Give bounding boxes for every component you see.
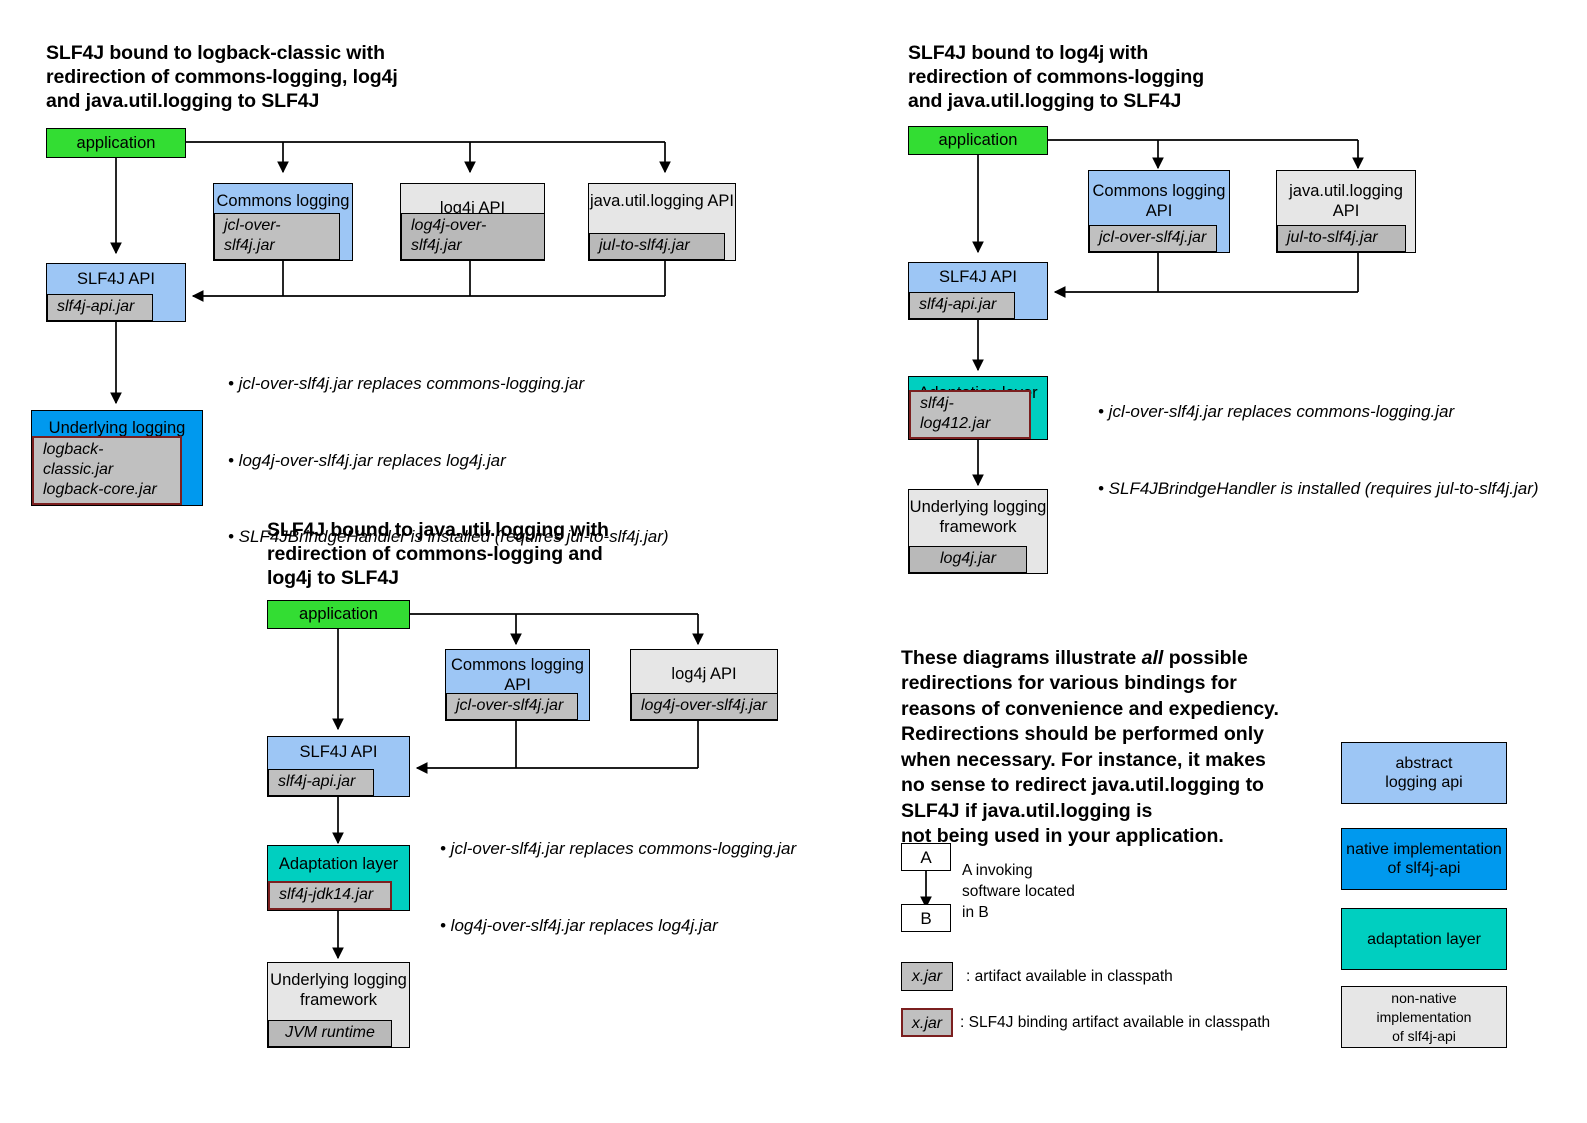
diagram3-bullet-1: • log4j-over-slf4j.jar replaces log4j.ja…	[440, 915, 718, 935]
diagram1-underlying-framework-jar: logback-classic.jar logback-core.jar	[32, 436, 182, 505]
diagram2-slf4j-api-jar: slf4j-api.jar	[909, 292, 1015, 319]
legend-artifact-box: x.jar	[901, 962, 953, 991]
legend-invocation-box-a: A	[901, 843, 951, 871]
legend-artifact-description: : artifact available in classpath	[966, 968, 1173, 985]
diagram1-jul-api-label: java.util.logging API	[589, 192, 734, 210]
diagram1-commons-logging-api-box[interactable]: Commons logging API jcl-over-slf4j.jar	[213, 183, 353, 261]
diagram3-commons-logging-api-label: Commons logging API	[451, 656, 584, 694]
legend-invocation-a-label: A	[920, 848, 932, 867]
diagram1-slf4j-api-jar: slf4j-api.jar	[47, 294, 153, 321]
diagram2-commons-logging-api-box[interactable]: Commons logging API jcl-over-slf4j.jar	[1088, 170, 1230, 253]
legend-swatch-adaptation-layer-label: adaptation layer	[1367, 930, 1481, 948]
diagram3-application-box[interactable]: application	[267, 600, 410, 629]
diagram2-adaptation-layer-box[interactable]: Adaptation layer slf4j-log412.jar	[908, 376, 1048, 440]
diagram3-slf4j-api-jar: slf4j-api.jar	[268, 769, 374, 796]
diagram3-slf4j-api-box[interactable]: SLF4J API slf4j-api.jar	[267, 736, 410, 797]
note-text-after: possible redirections for various bindin…	[901, 646, 1279, 848]
diagram2-underlying-framework-box[interactable]: Underlying logging framework log4j.jar	[908, 489, 1048, 574]
diagram2-slf4j-api-box[interactable]: SLF4J API slf4j-api.jar	[908, 262, 1048, 320]
diagram1-application-label: application	[76, 134, 156, 152]
diagram3-commons-logging-api-jar: jcl-over-slf4j.jar	[446, 693, 578, 720]
diagram3-adaptation-layer-jar: slf4j-jdk14.jar	[268, 881, 392, 910]
diagram3-adaptation-layer-box[interactable]: Adaptation layer slf4j-jdk14.jar	[267, 845, 410, 911]
diagram2-slf4j-api-label: SLF4J API	[939, 268, 1017, 286]
diagram3-slf4j-api-label: SLF4J API	[299, 743, 378, 761]
diagram3-adaptation-layer-label: Adaptation layer	[278, 855, 399, 873]
diagram1-application-box[interactable]: application	[46, 128, 186, 158]
diagram3-bullets: • jcl-over-slf4j.jar replaces commons-lo…	[440, 785, 796, 989]
legend-swatch-adaptation-layer: adaptation layer	[1341, 908, 1507, 970]
diagram2-bullet-0: • jcl-over-slf4j.jar replaces commons-lo…	[1098, 402, 1455, 421]
diagram2-bullets: • jcl-over-slf4j.jar replaces commons-lo…	[1098, 348, 1539, 552]
diagram3-log4j-api-jar: log4j-over-slf4j.jar	[631, 693, 778, 720]
diagram1-jul-api-box[interactable]: java.util.logging API jul-to-slf4j.jar	[588, 183, 736, 261]
diagram2-underlying-framework-jar: log4j.jar	[909, 546, 1027, 573]
legend-binding-artifact-description: : SLF4J binding artifact available in cl…	[960, 1014, 1271, 1031]
diagram1-log4j-api-jar: log4j-over-slf4j.jar	[401, 213, 545, 260]
diagram1-log4j-api-box[interactable]: log4j API log4j-over-slf4j.jar	[400, 183, 545, 261]
legend-swatch-abstract-logging-api: abstract logging api	[1341, 742, 1507, 804]
note-text-before: These diagrams illustrate	[901, 646, 1142, 669]
diagram2-jul-api-jar: jul-to-slf4j.jar	[1277, 225, 1406, 252]
diagram3-log4j-api-label: log4j API	[671, 665, 737, 683]
diagram3-title: SLF4J bound to java.util.logging with re…	[267, 519, 609, 589]
diagram1-bullet-1: • log4j-over-slf4j.jar replaces log4j.ja…	[228, 450, 506, 470]
diagram1-bullets: • jcl-over-slf4j.jar replaces commons-lo…	[228, 320, 669, 601]
legend-invocation-box-b: B	[901, 904, 951, 932]
diagram2-bullet-1: • SLF4JBrindgeHandler is installed (requ…	[1098, 478, 1539, 498]
note-emphasis: all	[1141, 646, 1164, 669]
diagram3-underlying-framework-label: Underlying logging framework	[270, 971, 407, 1009]
diagram2-title: SLF4J bound to log4j with redirection of…	[908, 42, 1205, 112]
explanatory-note: These diagrams illustrate all possible r…	[901, 620, 1331, 850]
diagram1-bullet-2: • SLF4JBrindgeHandler is installed (requ…	[228, 527, 669, 546]
diagram2-application-box[interactable]: application	[908, 126, 1048, 155]
diagram3-underlying-framework-box[interactable]: Underlying logging framework JVM runtime	[267, 962, 410, 1048]
diagram1-jul-api-jar: jul-to-slf4j.jar	[589, 233, 725, 260]
diagram1-slf4j-api-label: SLF4J API	[77, 270, 155, 288]
legend-swatch-non-native-implementation-label: non-native implementation of slf4j-api	[1376, 989, 1472, 1044]
diagram2-adaptation-layer-jar: slf4j-log412.jar	[909, 390, 1031, 439]
diagram1-slf4j-api-box[interactable]: SLF4J API slf4j-api.jar	[46, 263, 186, 322]
legend-swatch-native-implementation: native implementation of slf4j-api	[1341, 828, 1507, 890]
legend-invocation-b-label: B	[920, 909, 932, 928]
diagram3-bullet-0: • jcl-over-slf4j.jar replaces commons-lo…	[440, 839, 797, 858]
legend-swatch-abstract-logging-api-label: abstract logging api	[1385, 755, 1463, 791]
diagram2-commons-logging-api-jar: jcl-over-slf4j.jar	[1089, 225, 1217, 252]
diagram1-bullet-0: • jcl-over-slf4j.jar replaces commons-lo…	[228, 374, 585, 393]
diagram3-application-label: application	[299, 605, 378, 623]
legend-swatch-non-native-implementation: non-native implementation of slf4j-api	[1341, 986, 1507, 1048]
diagram2-application-label: application	[938, 131, 1018, 149]
diagram2-commons-logging-api-label: Commons logging API	[1092, 182, 1226, 220]
diagram3-underlying-framework-jar: JVM runtime	[268, 1020, 392, 1047]
legend-binding-artifact-box: x.jar	[901, 1008, 953, 1037]
diagram1-underlying-framework-box[interactable]: Underlying logging framework logback-cla…	[31, 410, 203, 506]
diagram3-log4j-api-box[interactable]: log4j API log4j-over-slf4j.jar	[630, 649, 778, 721]
diagram2-jul-api-box[interactable]: java.util.logging API jul-to-slf4j.jar	[1276, 170, 1416, 253]
diagram2-underlying-framework-label: Underlying logging framework	[909, 498, 1047, 536]
legend-swatch-native-implementation-label: native implementation of slf4j-api	[1346, 841, 1502, 877]
diagram1-title: SLF4J bound to logback-classic with redi…	[46, 42, 398, 112]
diagram3-commons-logging-api-box[interactable]: Commons logging API jcl-over-slf4j.jar	[445, 649, 590, 721]
diagram1-commons-logging-api-jar: jcl-over-slf4j.jar	[214, 213, 340, 260]
legend-invocation-description: A invoking software located in B	[962, 862, 1075, 921]
diagram1-log4j-api-label: log4j API	[439, 199, 506, 217]
diagram2-jul-api-label: java.util.logging API	[1289, 182, 1403, 220]
